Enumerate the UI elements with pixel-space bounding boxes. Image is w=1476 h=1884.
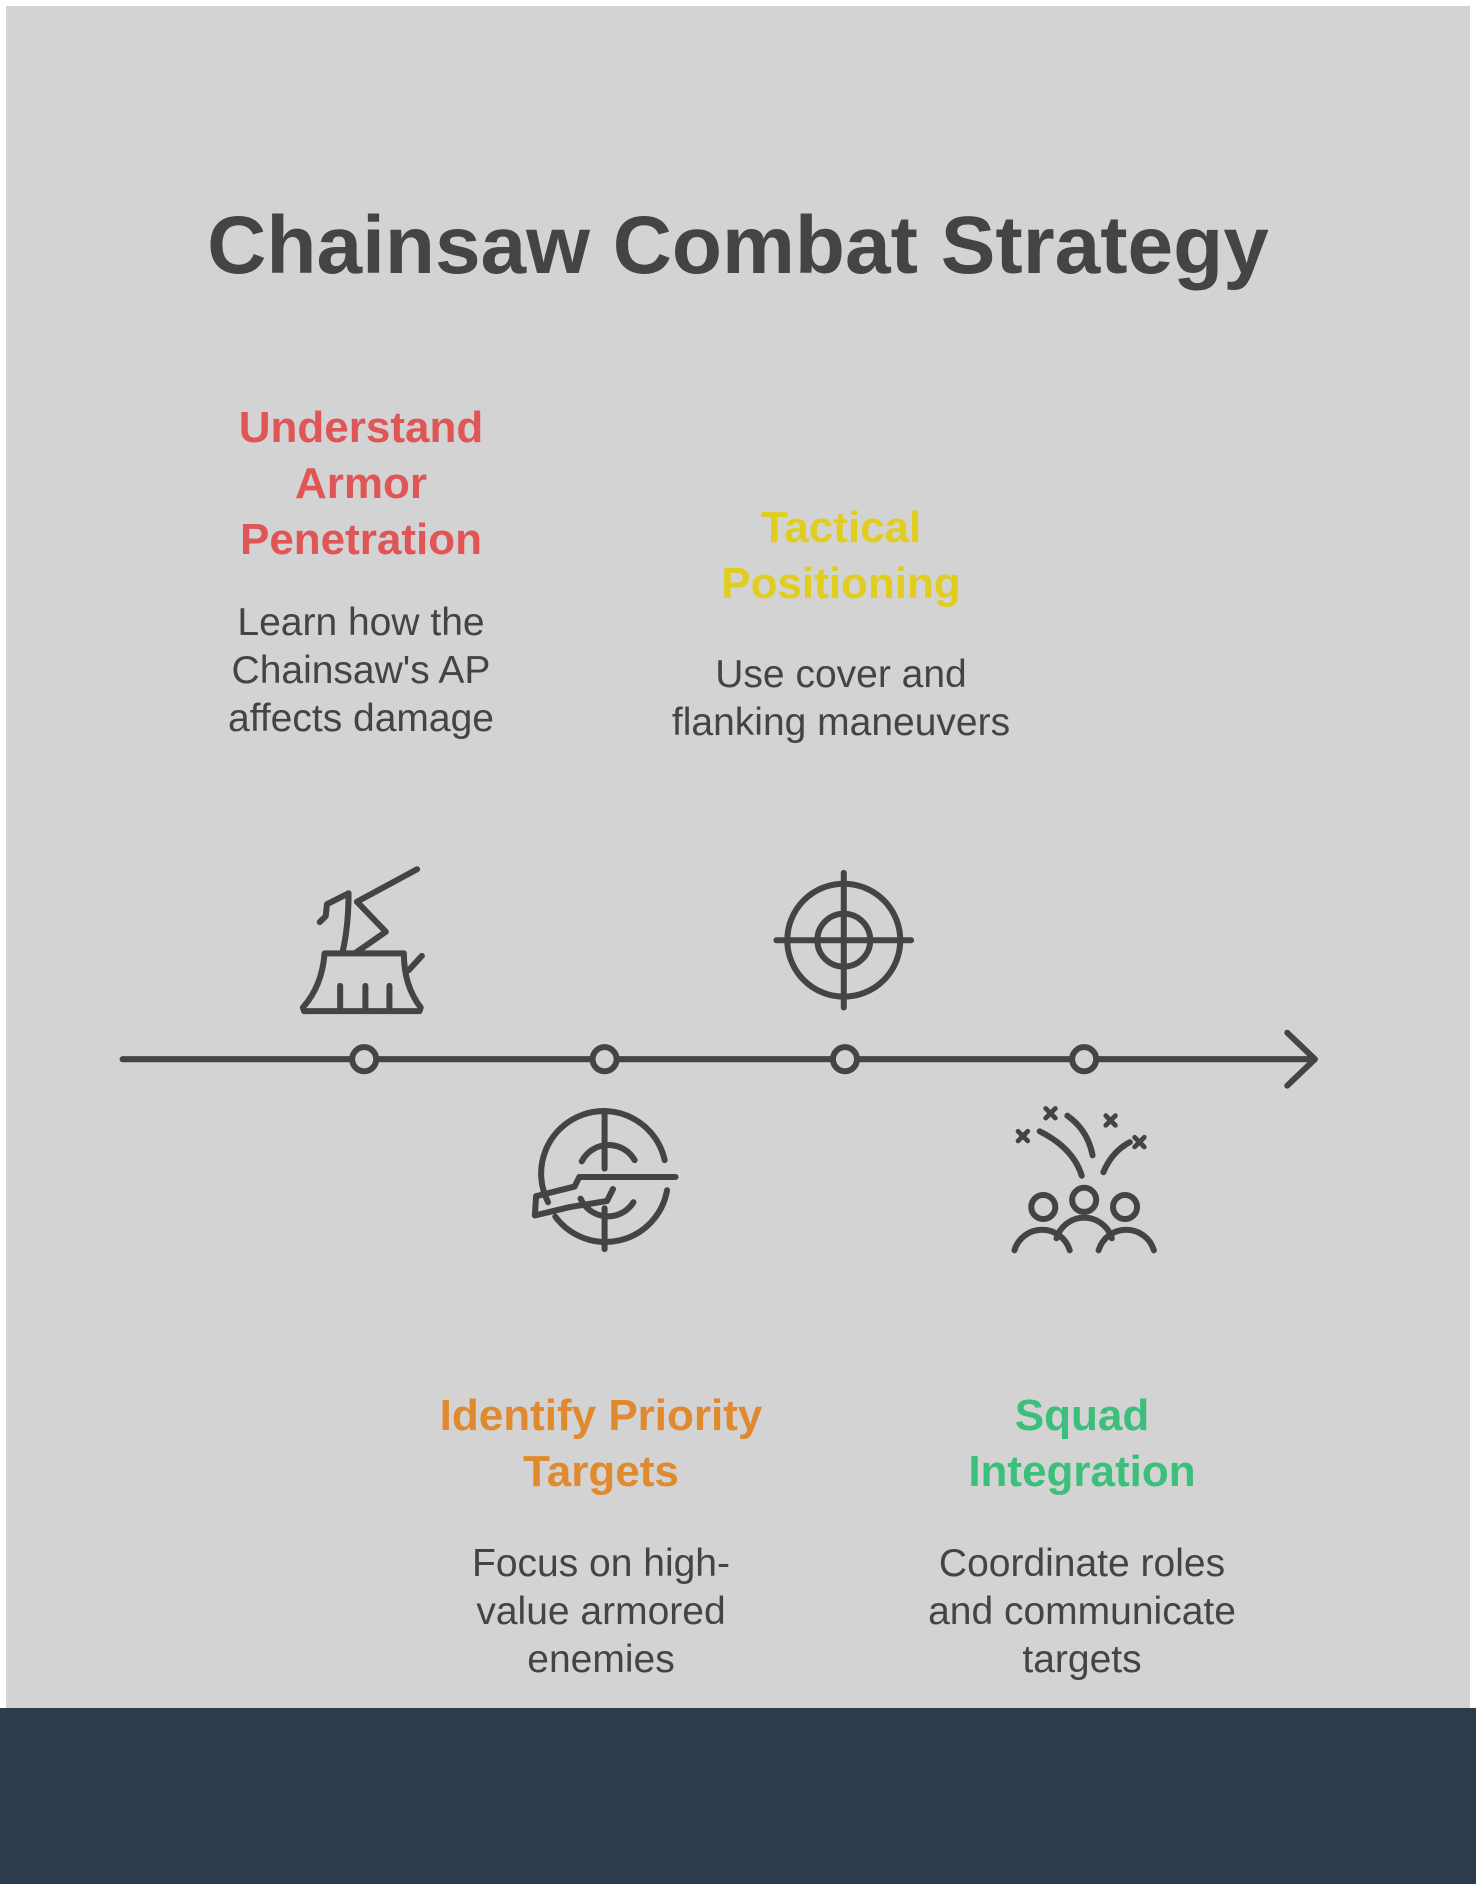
step-description: Coordinate roles and communicate targets — [928, 1542, 1236, 1681]
crosshair-icon — [773, 869, 915, 1011]
timeline-line — [119, 1029, 1318, 1089]
step-description: Use cover and flanking maneuvers — [671, 653, 1011, 744]
timeline-dot-2 — [589, 1044, 620, 1075]
axe-stump-icon — [299, 866, 425, 1015]
page-title: Chainsaw Combat Strategy — [207, 200, 1269, 291]
timeline-dot-4 — [1069, 1044, 1100, 1075]
timeline-dot-1 — [349, 1044, 380, 1075]
step-heading: Tactical Positioning — [721, 503, 961, 608]
step-description: Learn how the Chainsaw's AP affects dama… — [228, 601, 494, 740]
diagram-background — [6, 6, 1470, 1708]
step-squad-integration: Squad Integration Coordinate roles and c… — [862, 1388, 1302, 1684]
step-heading: Understand Armor Penetration — [238, 403, 484, 564]
footer-bar — [0, 1708, 1476, 1884]
timeline-dot-3 — [829, 1044, 860, 1075]
step-armor-penetration: Understand Armor Penetration Learn how t… — [141, 400, 581, 743]
step-description: Focus on high- value armored enemies — [472, 1542, 730, 1681]
step-tactical-positioning: Tactical Positioning Use cover and flank… — [621, 500, 1061, 747]
step-priority-targets: Identify Priority Targets Focus on high-… — [381, 1388, 821, 1684]
step-heading: Squad Integration — [968, 1391, 1196, 1496]
step-heading: Identify Priority Targets — [439, 1391, 763, 1496]
team-strategy-icon — [1011, 1106, 1157, 1254]
rifle-target-icon — [531, 1107, 679, 1253]
